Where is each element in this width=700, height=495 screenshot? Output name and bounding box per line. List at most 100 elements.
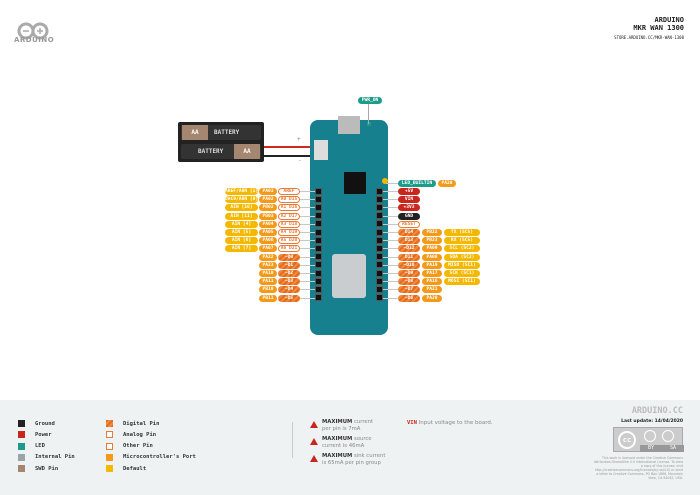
header-pin <box>376 244 383 252</box>
pin-func-label: GND <box>398 212 420 220</box>
pin-func-label: ~D9 <box>398 270 420 277</box>
pin-port-label: PA21 <box>422 286 442 294</box>
pin-leader <box>300 289 315 291</box>
pin-alt-label: SCK (SC1) <box>444 270 480 277</box>
header-pin <box>376 220 383 228</box>
legend-item: Internal Pin <box>18 453 75 461</box>
pin-leader <box>383 289 398 291</box>
header-pin <box>376 236 383 244</box>
arduino-logo <box>17 22 49 40</box>
pin-port-label: PA16 <box>422 278 442 286</box>
header-url: STORE.ARDUINO.CC/MKR-WAN-1300 <box>614 35 684 40</box>
header-pin <box>376 294 383 302</box>
header-pin <box>315 212 322 220</box>
pin-leader <box>300 207 315 209</box>
legend-swatch <box>106 453 113 461</box>
pin-port-label: PB11 <box>259 294 277 302</box>
header-pin <box>376 212 383 220</box>
red-wire <box>264 146 314 148</box>
pin-leader <box>300 199 315 201</box>
header-pin <box>376 253 383 261</box>
header-pin <box>315 285 322 293</box>
pin-func-label: ~D1 <box>278 261 300 269</box>
pin-func-label: A1 D16 <box>278 204 300 212</box>
pin-func-label: A4 D19 <box>278 229 300 236</box>
header-pin <box>376 261 383 269</box>
legend-swatch <box>106 431 113 439</box>
legend-swatch <box>106 465 113 473</box>
pwr-led <box>367 122 371 126</box>
pin-port-label: PA07 <box>259 245 277 253</box>
header-pin <box>315 269 322 277</box>
pin-func-label: D13 <box>398 237 420 245</box>
header-pin <box>376 228 383 236</box>
header-product: MKR WAN 1300 <box>633 24 684 32</box>
black-wire <box>264 155 314 157</box>
pin-leader <box>300 273 315 274</box>
legend-swatch <box>18 442 25 450</box>
pin-func-label: A0 D15 <box>278 196 300 204</box>
minus-sign: - <box>298 157 302 164</box>
pin-port-label: PA03 <box>259 188 277 195</box>
pin-func-label: ~D4 <box>278 286 300 294</box>
pin-alt-label: MOSI (SC1) <box>444 278 480 286</box>
pin-alt-label: TX (SC5) <box>444 229 480 236</box>
header-pin <box>376 195 383 203</box>
pin-alt-label: AIN [10] <box>225 204 258 212</box>
pin-alt-label: AIN [7] <box>225 245 258 253</box>
pin-port-label: PB02 <box>259 204 277 212</box>
led-port-label: PA20 <box>438 180 456 187</box>
pin-leader <box>383 273 398 274</box>
battery-text: BATTERY <box>214 129 240 136</box>
battery-text: BATTERY <box>198 148 224 155</box>
pin-alt-label: DAC0/A0N [0] <box>225 196 258 204</box>
pin-leader <box>300 297 315 299</box>
pin-func-label: +3V3 <box>398 204 420 212</box>
legend-swatch <box>18 465 25 473</box>
pin-func-label: ~D3 <box>278 278 300 286</box>
pin-port-label: PA04 <box>259 220 277 228</box>
pin-port-label: PB22 <box>422 229 442 236</box>
legend-item: LED <box>18 442 45 450</box>
pin-leader <box>383 207 398 209</box>
legend-item: Digital Pin <box>106 420 159 427</box>
pin-leader <box>300 248 315 250</box>
pin-func-label: ~D8 <box>398 278 420 286</box>
pin-func-label: A2 D17 <box>278 212 300 220</box>
pin-port-label: PA09 <box>422 245 442 253</box>
mcu-chip <box>344 172 366 194</box>
last-update: Last update: 14/04/2020 <box>621 419 683 424</box>
plus-sign: + <box>297 136 301 143</box>
pin-port-label: PA20 <box>422 294 442 302</box>
pin-port-label: PA23 <box>259 261 277 269</box>
legend-swatch <box>18 453 25 461</box>
led <box>382 178 388 184</box>
pin-leader <box>300 240 315 242</box>
legend-item: Default <box>106 465 146 473</box>
legend-item: Power <box>18 431 52 439</box>
license-text: This work is licensed under the Creative… <box>593 456 683 480</box>
pin-func-label: ~D2 <box>278 270 300 277</box>
header-pin <box>315 195 322 203</box>
pin-leader <box>383 240 398 242</box>
pin-func-label: +5V <box>398 188 420 195</box>
pin-port-label: PA06 <box>259 237 277 245</box>
legend-item: Ground <box>18 420 55 427</box>
pin-leader <box>383 256 398 258</box>
header-pin <box>315 236 322 244</box>
pin-leader <box>383 297 398 299</box>
battery-pack: AA BATTERY BATTERY AA <box>178 122 264 162</box>
header-pin <box>376 285 383 293</box>
pin-leader <box>383 223 398 225</box>
usb-connector <box>338 116 360 134</box>
pin-leader <box>300 264 315 266</box>
header-pin <box>376 277 383 285</box>
pin-leader <box>383 248 398 250</box>
pin-leader <box>383 199 398 201</box>
pin-leader <box>383 264 398 266</box>
pin-alt-label: AIN [5] <box>225 229 258 236</box>
pin-func-label: ~D7 <box>398 286 420 294</box>
pin-leader <box>300 232 315 233</box>
legend-swatch <box>18 431 25 439</box>
